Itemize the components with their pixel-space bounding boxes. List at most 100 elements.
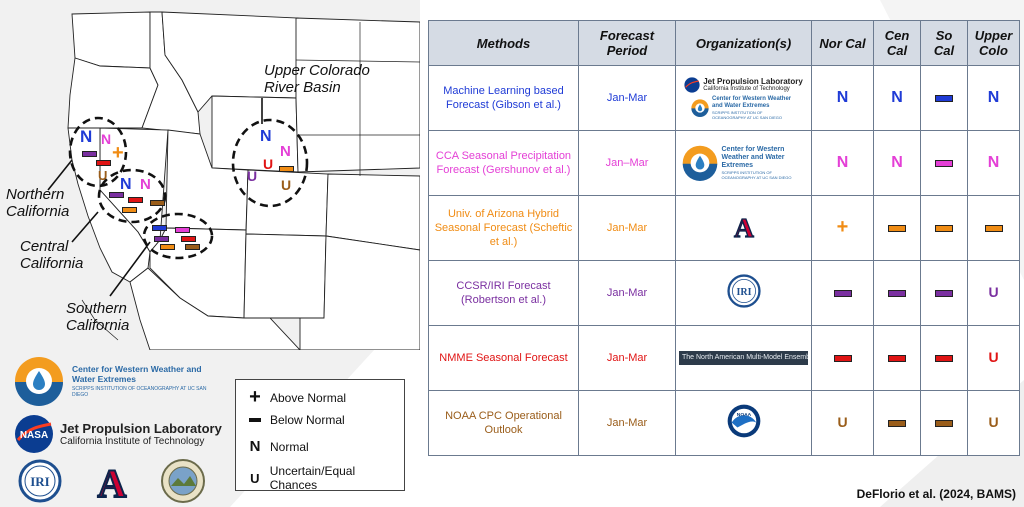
forecast-period: Jan-Mar <box>578 390 676 456</box>
cell-nor-cal: U <box>811 390 874 456</box>
label-upper-colorado: Upper Colorado River Basin <box>264 62 370 96</box>
legend-normal-mark: N <box>249 438 261 455</box>
cen-uofa-bar <box>122 207 137 213</box>
org-logos-cell: A <box>675 195 812 261</box>
below-normal-bar <box>888 419 906 427</box>
below-normal-bar <box>935 94 953 102</box>
below-normal-bar <box>935 159 953 167</box>
cw3e-logo-block: Center for Western Weather and Water Ext… <box>14 356 207 406</box>
table-row: CCSR/IRI Forecast (Robertson et al.) Jan… <box>428 260 1020 326</box>
so-ml-bar <box>152 225 167 231</box>
below-normal-bar <box>984 224 1003 232</box>
below-normal-bar <box>935 419 953 427</box>
cell-upper-colo: N <box>967 65 1020 131</box>
forecast-period: Jan-Mar <box>578 195 676 261</box>
cell-so-cal <box>920 325 968 391</box>
header-nor-cal: Nor Cal <box>811 20 874 66</box>
cw3e-sub: SCRIPPS INSTITUTION OF OCEANOGRAPHY AT U… <box>72 386 207 398</box>
cell-nor-cal: + <box>811 195 874 261</box>
svg-text:A: A <box>734 213 754 241</box>
cell-nor-cal: N <box>811 130 874 196</box>
cell-cen-cal <box>873 325 921 391</box>
label-northern-california: Northern California <box>6 186 70 220</box>
legend-above-mark: + <box>249 386 261 408</box>
uc-ml-symbol: N <box>260 128 272 145</box>
so-cpc-bar <box>185 244 200 250</box>
legend-normal-label: Normal <box>270 439 309 454</box>
org-logos-cell: IRI <box>675 260 812 326</box>
uofa-logo-text: A <box>98 461 127 503</box>
cell-cen-cal <box>873 195 921 261</box>
header-cen-cal: Cen Cal <box>873 20 921 66</box>
method-name: CCSR/IRI Forecast (Robertson et al.) <box>428 260 579 326</box>
cen-ml-symbol: N <box>120 176 132 193</box>
cell-cen-cal <box>873 390 921 456</box>
legend-normal: N Normal <box>246 438 309 455</box>
method-name: NOAA CPC Operational Outlook <box>428 390 579 456</box>
table-row: CCA Seasonal Precipitation Forecast (Ger… <box>428 130 1020 196</box>
uc-cpc-symbol: U <box>281 177 292 193</box>
cen-iri-bar <box>109 192 124 198</box>
jpl-name: Jet Propulsion Laboratory <box>60 421 222 436</box>
cell-so-cal <box>920 260 968 326</box>
jpl-sub-small: California Institute of Technology <box>703 85 790 92</box>
header-so-cal: So Cal <box>920 20 968 66</box>
legend-below: Below Normal <box>246 411 345 428</box>
legend-above: + Above Normal <box>246 386 346 409</box>
jpl-logo-block: NASA Jet Propulsion Laboratory Californi… <box>14 414 222 454</box>
forecast-period: Jan-Mar <box>578 65 676 131</box>
uofa-logo-icon: A <box>97 460 128 503</box>
cell-upper-colo: U <box>967 325 1020 391</box>
uc-nmme-symbol: U <box>263 156 274 172</box>
uc-uofa-bar <box>279 166 294 172</box>
below-normal-bar <box>833 289 852 297</box>
cell-so-cal <box>920 195 968 261</box>
so-iri-bar <box>154 236 169 242</box>
cell-cen-cal: N <box>873 65 921 131</box>
org-logos-cell: The North American Multi-Model Ensemble <box>675 325 812 391</box>
table-row: Univ. of Arizona Hybrid Seasonal Forecas… <box>428 195 1020 261</box>
method-name: NMME Seasonal Forecast <box>428 325 579 391</box>
nor-cpc-symbol: U <box>98 168 108 183</box>
cw3e-name: Center for Western Weather and Water Ext… <box>72 364 202 384</box>
table-header-row: Methods Forecast Period Organization(s) … <box>428 20 1020 66</box>
header-methods: Methods <box>428 20 579 66</box>
uofa-logo-icon: A <box>733 212 754 243</box>
nmme-logo-banner: The North American Multi-Model Ensemble <box>679 351 808 365</box>
iri-logo-icon: IRI <box>726 274 761 308</box>
table-row: NMME Seasonal Forecast Jan-Mar The North… <box>428 325 1020 391</box>
forecast-period: Jan–Mar <box>578 130 676 196</box>
cen-nmme-bar <box>128 197 143 203</box>
jpl-sub: California Institute of Technology <box>60 436 205 447</box>
cell-so-cal <box>920 65 968 131</box>
nor-iri-bar <box>82 151 97 157</box>
cw3e-logo-icon <box>691 98 709 117</box>
cen-cpc-bar <box>150 200 165 206</box>
so-uofa-bar <box>160 244 175 250</box>
below-normal-bar <box>833 354 852 362</box>
below-normal-bar <box>935 354 953 362</box>
cw3e-name-small: Center for Western Weather and Water Ext… <box>721 146 785 169</box>
label-southern-california: Southern California <box>66 300 130 334</box>
cell-so-cal <box>920 390 968 456</box>
org-logos-cell: Center for Western Weather and Water Ext… <box>675 130 812 196</box>
cell-cen-cal <box>873 260 921 326</box>
nasa-logo-text: NASA <box>20 430 48 441</box>
table-row: Machine Learning based Forecast (Gibson … <box>428 65 1020 131</box>
nasa-logo-icon: NASA <box>15 415 53 453</box>
uc-iri-symbol: U <box>247 168 258 184</box>
below-normal-bar <box>888 354 906 362</box>
legend-uncertain-label: Uncertain/Equal Chances <box>269 464 356 492</box>
cw3e-name-small: Center for Western Weather and Water Ext… <box>712 95 792 109</box>
nor-ml-symbol: N <box>80 127 93 146</box>
org-logos-cell: NOAA <box>675 390 812 456</box>
legend-below-mark <box>246 411 264 428</box>
legend-below-label: Below Normal <box>270 412 345 427</box>
so-nmme-bar <box>181 236 196 242</box>
cell-upper-colo <box>967 195 1020 261</box>
legend-uncertain-mark: U <box>250 470 260 486</box>
cell-nor-cal <box>811 325 874 391</box>
header-organizations: Organization(s) <box>675 20 812 66</box>
svg-text:NOAA: NOAA <box>736 412 751 418</box>
western-us-map <box>47 11 420 350</box>
